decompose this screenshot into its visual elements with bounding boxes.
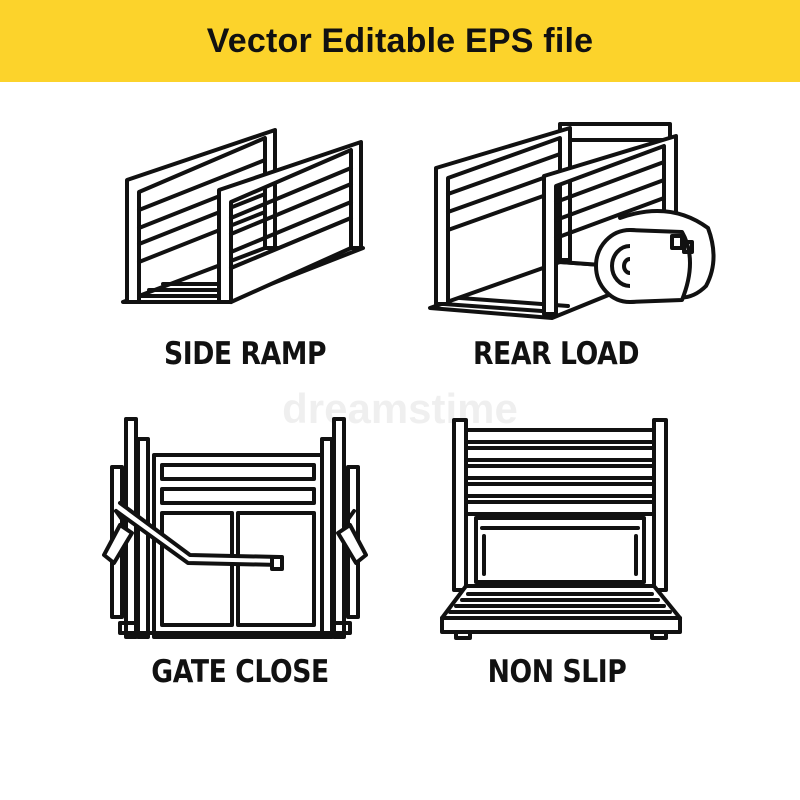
caption-side-ramp: SIDE RAMP bbox=[163, 336, 327, 372]
caption-rear-load: REAR LOAD bbox=[472, 336, 640, 372]
caption-gate-close: GATE CLOSE bbox=[151, 654, 329, 690]
rear-load-icon bbox=[420, 110, 720, 330]
non-slip-icon bbox=[438, 418, 688, 643]
side-ramp-icon bbox=[115, 120, 375, 320]
watermark-text: dreamstime bbox=[282, 385, 518, 432]
caption-non-slip: NON SLIP bbox=[487, 654, 627, 690]
header-banner: Vector Editable EPS file bbox=[0, 0, 800, 82]
gate-close-icon bbox=[90, 415, 390, 645]
header-title: Vector Editable EPS file bbox=[206, 21, 594, 60]
